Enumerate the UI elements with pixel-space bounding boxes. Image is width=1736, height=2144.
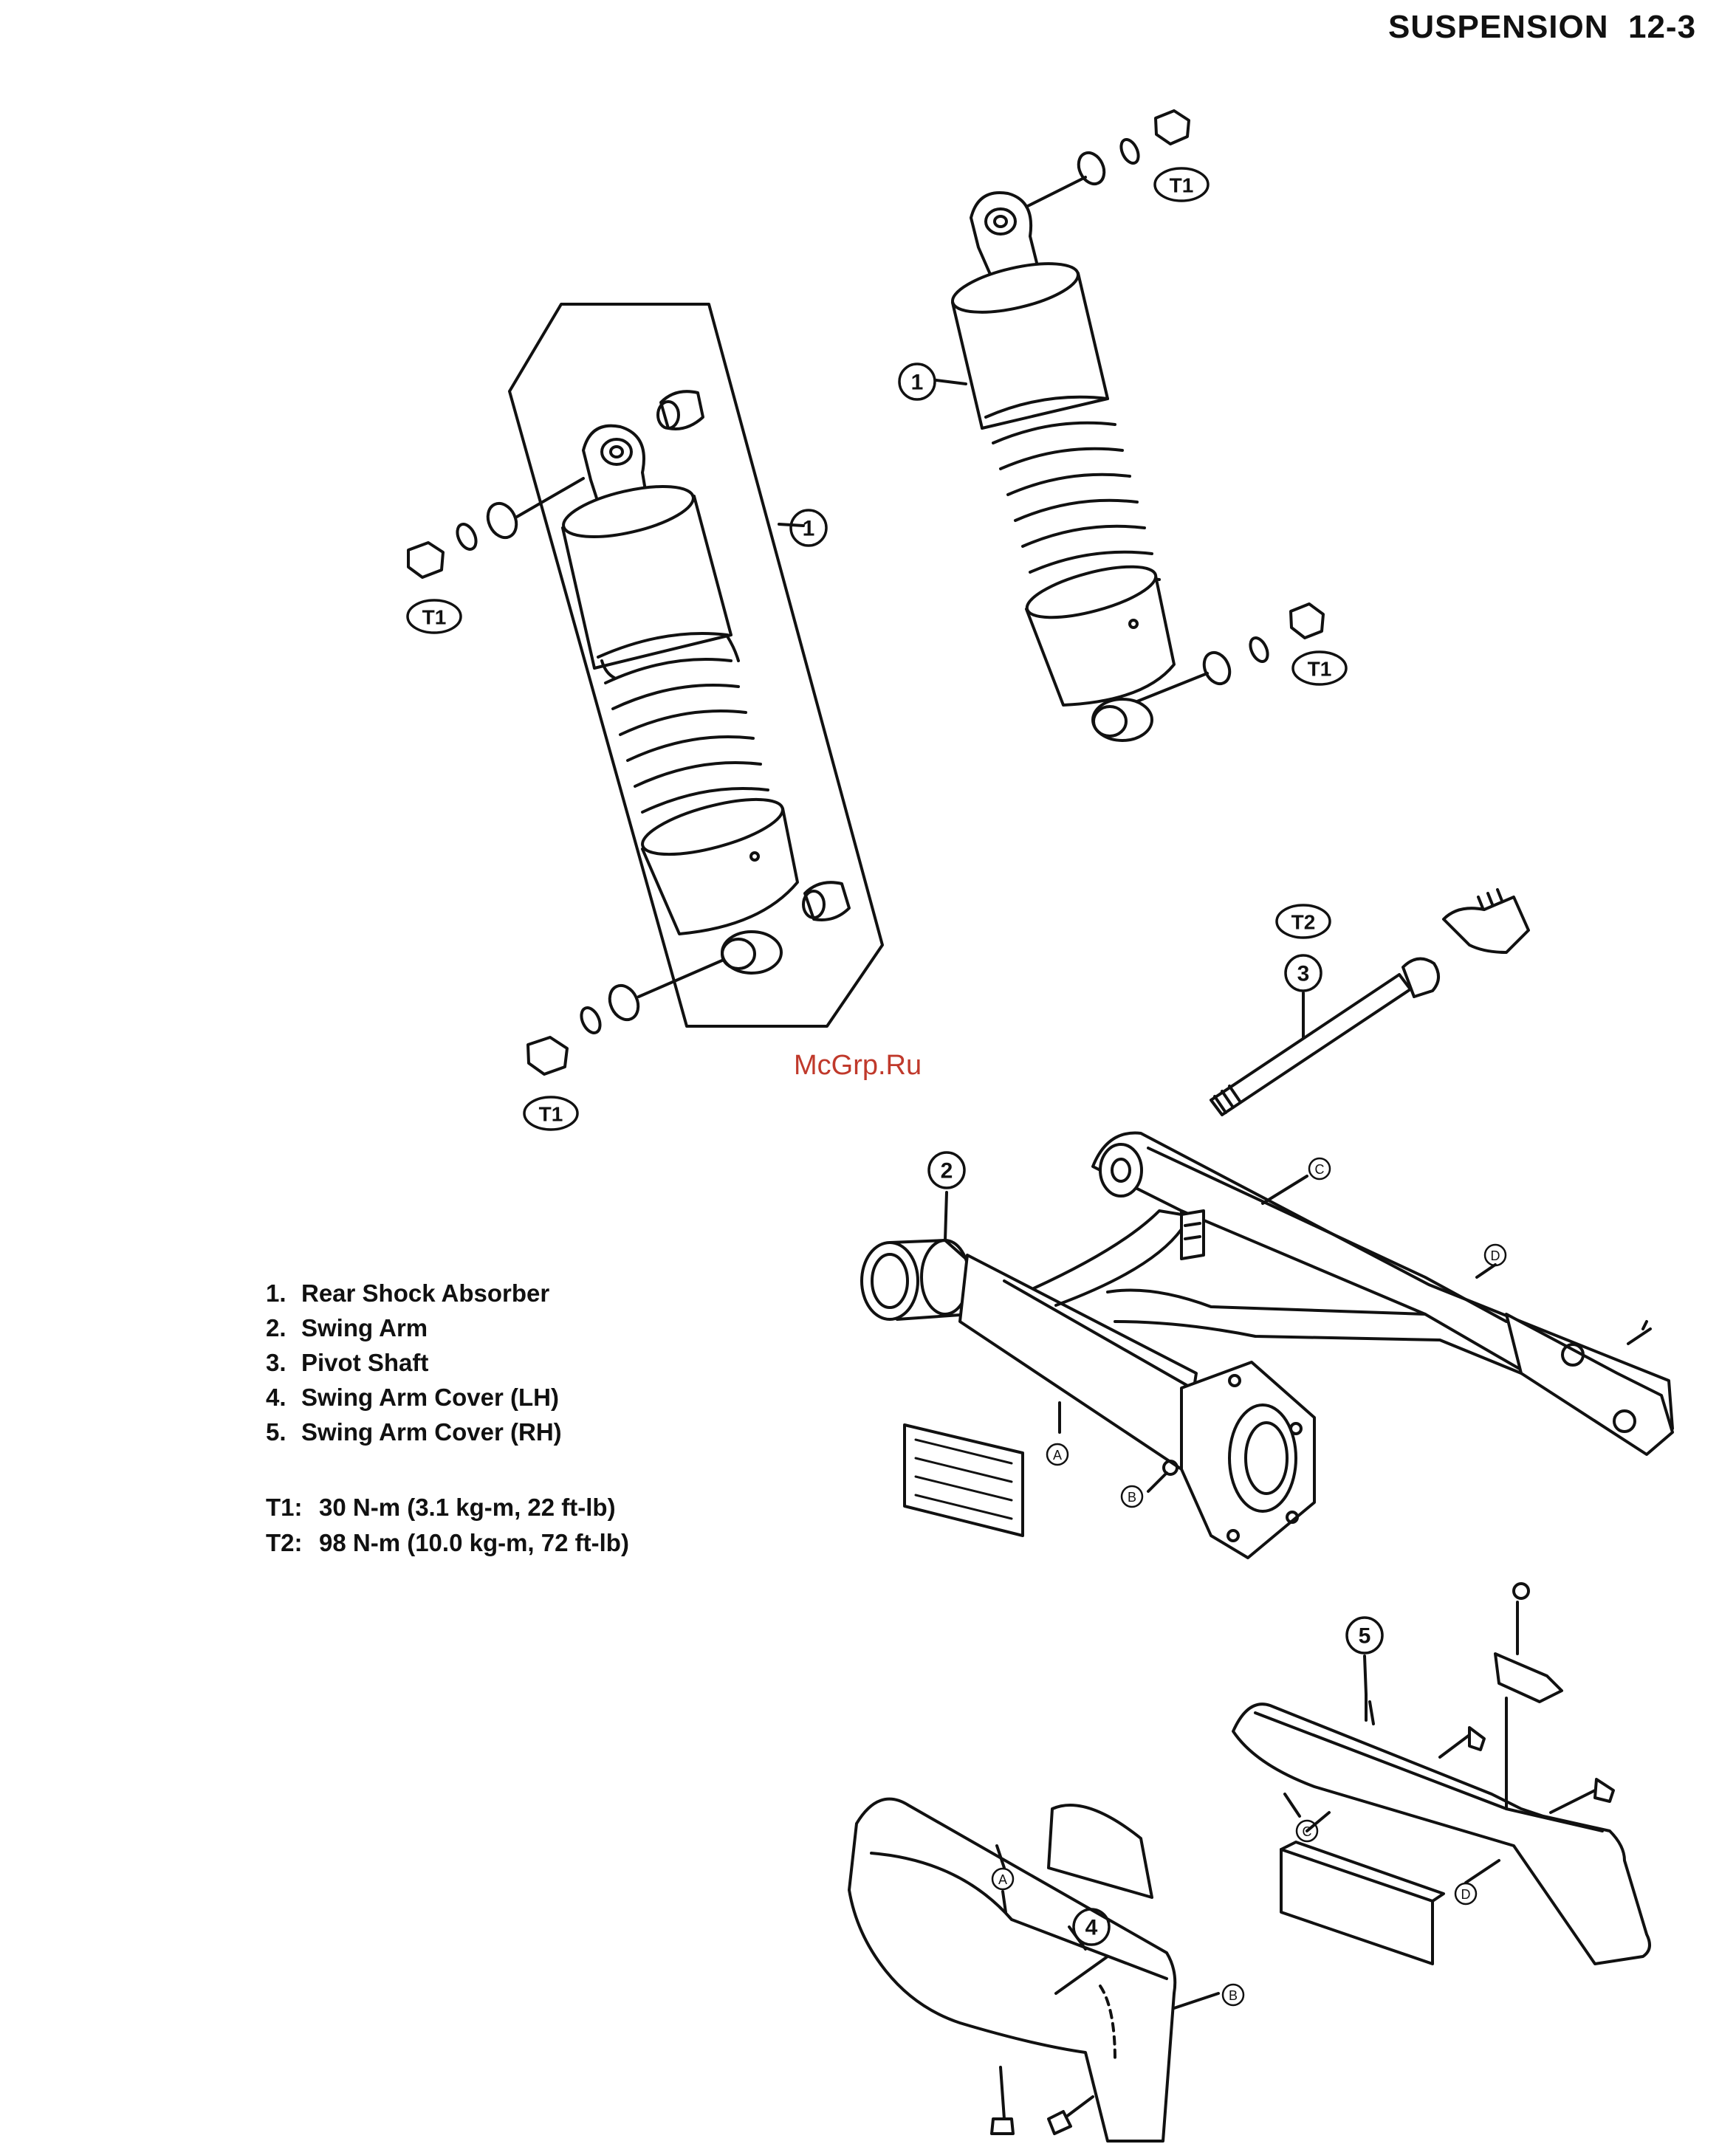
torque-specs: T1:30 N-m (3.1 kg-m, 22 ft-lb) T2:98 N-m… bbox=[266, 1490, 629, 1561]
torque-item: T2:98 N-m (10.0 kg-m, 72 ft-lb) bbox=[266, 1525, 629, 1561]
callout-5: 5 bbox=[1359, 1624, 1371, 1649]
torque-item: T1:30 N-m (3.1 kg-m, 22 ft-lb) bbox=[266, 1490, 629, 1525]
letter-d-cover: D bbox=[1461, 1887, 1471, 1902]
letter-d-swingarm: D bbox=[1491, 1248, 1500, 1263]
left-shock-absorber bbox=[408, 304, 882, 1074]
callout-3: 3 bbox=[1297, 962, 1310, 986]
letter-c-swingarm: C bbox=[1315, 1162, 1325, 1177]
letter-c-cover: C bbox=[1303, 1824, 1312, 1839]
callout-2: 2 bbox=[941, 1159, 953, 1183]
watermark: McGrp.Ru bbox=[794, 1050, 922, 1082]
pivot-shaft bbox=[1211, 890, 1529, 1115]
right-shock-absorber bbox=[936, 111, 1323, 741]
callout-t2: T2 bbox=[1291, 911, 1316, 934]
swing-arm-cover-rh bbox=[1233, 1584, 1650, 1964]
swing-arm-cover-lh bbox=[849, 1799, 1175, 2141]
legend-item: 5.Swing Arm Cover (RH) bbox=[266, 1415, 562, 1449]
callout-t1-right-bottom: T1 bbox=[1308, 658, 1332, 681]
callout-1-right: 1 bbox=[911, 371, 924, 395]
legend-item: 1.Rear Shock Absorber bbox=[266, 1276, 562, 1310]
callout-t1-left-bottom: T1 bbox=[539, 1103, 563, 1126]
legend-item: 3.Pivot Shaft bbox=[266, 1345, 562, 1380]
callout-t1-left-top: T1 bbox=[422, 606, 447, 629]
callout-t1-right-top: T1 bbox=[1170, 174, 1194, 197]
legend-item: 4.Swing Arm Cover (LH) bbox=[266, 1380, 562, 1415]
parts-legend: 1.Rear Shock Absorber 2.Swing Arm 3.Pivo… bbox=[266, 1276, 562, 1449]
letter-a-swingarm: A bbox=[1053, 1448, 1062, 1463]
callout-1-left: 1 bbox=[803, 517, 815, 541]
callout-4: 4 bbox=[1085, 1916, 1098, 1940]
id-label-plate bbox=[905, 1425, 1023, 1536]
letter-b-cover: B bbox=[1229, 1988, 1238, 2003]
letter-a-cover: A bbox=[998, 1872, 1007, 1887]
legend-item: 2.Swing Arm bbox=[266, 1310, 562, 1345]
letter-b-swingarm: B bbox=[1128, 1490, 1136, 1505]
